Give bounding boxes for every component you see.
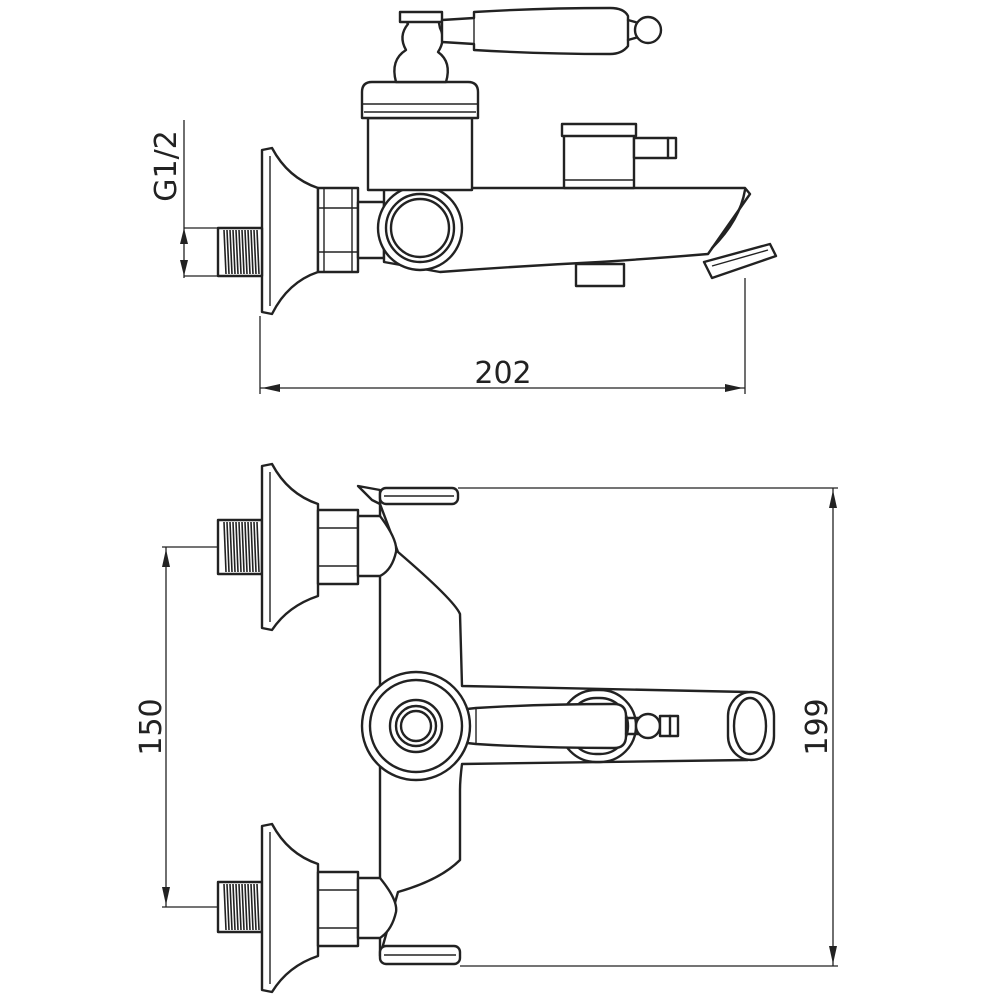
dim-thread-size-label: G1/2 (149, 130, 184, 202)
thread-mark (253, 883, 257, 931)
top-view: 150 199 (134, 462, 838, 994)
side-threaded-inlet (216, 226, 264, 278)
side-aerator (574, 262, 626, 288)
top-lever-handle (438, 702, 680, 750)
dim-thread-size: G1/2 (149, 120, 218, 278)
side-diverter (560, 122, 678, 190)
thread-mark (226, 521, 230, 573)
thread-mark (250, 521, 254, 573)
thread-mark (256, 521, 260, 573)
thread-mark (235, 229, 239, 275)
thread-mark (232, 229, 236, 275)
thread-mark (229, 521, 233, 573)
side-lever-base (393, 16, 449, 84)
side-mixer-column (366, 116, 474, 192)
thread-mark (235, 521, 239, 573)
thread-mark (253, 521, 257, 573)
thread-mark (229, 229, 233, 275)
thread-mark (244, 883, 248, 931)
thread-mark (250, 229, 254, 275)
thread-mark (247, 883, 251, 931)
side-hex-nut (316, 186, 360, 274)
thread-mark (232, 521, 236, 573)
dim-spout-length-label: 202 (474, 356, 531, 391)
top-upper-inlet (216, 462, 398, 632)
top-cartridge-cap (360, 670, 472, 782)
thread-mark (241, 229, 245, 275)
thread-mark (223, 521, 227, 573)
dim-overall-width: 199 (458, 487, 838, 967)
thread-mark (244, 229, 248, 275)
side-spout-outlet (702, 242, 778, 280)
side-view: G1/2 202 (149, 6, 778, 394)
thread-mark (235, 883, 239, 931)
thread-mark (229, 883, 233, 931)
top-spout-outlet (356, 484, 460, 506)
thread-mark (232, 883, 236, 931)
thread-mark (226, 883, 230, 931)
side-cap-dome (360, 80, 480, 120)
dim-inlet-spacing-label: 150 (134, 698, 169, 755)
thread-mark (244, 521, 248, 573)
thread-mark (223, 883, 227, 931)
dim-spout-length: 202 (259, 278, 746, 394)
thread-mark (241, 883, 245, 931)
thread-mark (250, 883, 254, 931)
thread-mark (223, 229, 227, 275)
dim-inlet-spacing: 150 (134, 546, 218, 908)
thread-mark (238, 229, 242, 275)
top-lower-inlet (216, 822, 398, 994)
thread-mark (226, 229, 230, 275)
thread-mark (247, 229, 251, 275)
top-spout-tip (726, 690, 776, 762)
thread-mark (238, 883, 242, 931)
thread-mark (253, 229, 257, 275)
dim-overall-width-label: 199 (800, 698, 835, 755)
thread-mark (241, 521, 245, 573)
thread-mark (256, 229, 260, 275)
thread-mark (247, 521, 251, 573)
side-spout-body (382, 186, 752, 274)
thread-mark (238, 521, 242, 573)
thread-mark (256, 883, 260, 931)
side-lever-handle (440, 6, 630, 56)
